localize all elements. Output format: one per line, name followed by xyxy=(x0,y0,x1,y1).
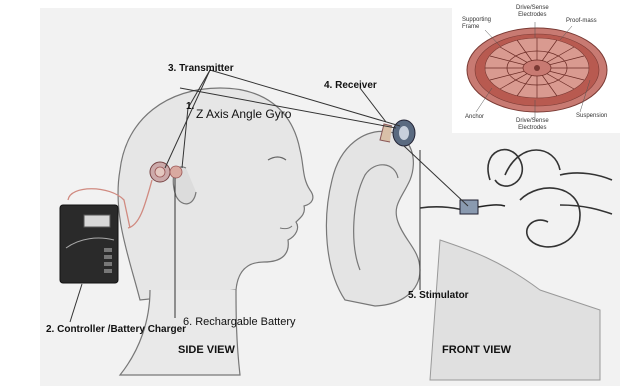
inset-label-drive-sense-bottom: Drive/Sense Electrodes xyxy=(516,118,549,132)
label-side-view: SIDE VIEW xyxy=(178,344,235,356)
label-battery: 6. Rechargable Battery xyxy=(183,316,296,328)
label-controller: 2. Controller /Battery Charger xyxy=(46,324,186,335)
inset-label-supporting-frame: Supporting Frame xyxy=(462,17,491,31)
label-stimulator: 5. Stimulator xyxy=(408,290,469,301)
label-gyro: Z Axis Angle Gyro xyxy=(196,107,291,121)
label-receiver: 4. Receiver xyxy=(324,80,377,91)
label-transmitter: 3. Transmitter xyxy=(168,63,234,74)
inset-label-proof-mass: Proof-mass xyxy=(566,18,597,25)
inset-label-suspension: Suspension xyxy=(576,113,607,120)
label-front-view: FRONT VIEW xyxy=(442,344,511,356)
inset-label-anchor: Anchor xyxy=(465,114,484,121)
controller-device xyxy=(60,205,118,283)
label-gyro-number: 1. xyxy=(186,101,194,112)
inset-label-drive-sense-top: Drive/Sense Electrodes xyxy=(516,5,549,19)
